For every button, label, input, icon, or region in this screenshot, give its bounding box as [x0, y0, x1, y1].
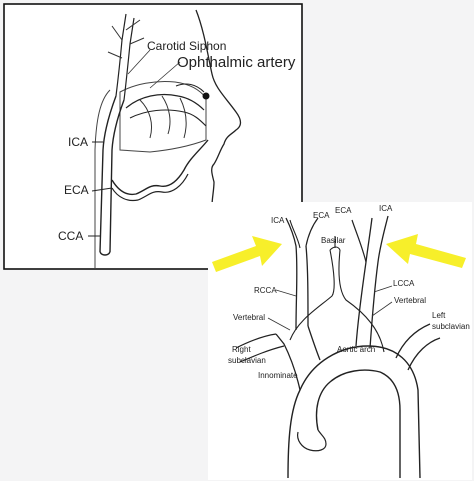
right-subclavian-vessel	[235, 333, 277, 349]
label-lcca: LCCA	[393, 279, 415, 288]
ophthalmic-leader	[149, 61, 181, 89]
label-eca: ECA	[64, 183, 89, 197]
label-eca-left: ECA	[313, 211, 330, 220]
siphon-vessel-1	[115, 13, 127, 97]
eca-leader	[91, 187, 113, 192]
arrow-left-carotid	[386, 234, 466, 268]
ascending-aorta-root	[297, 429, 327, 452]
aortic-arch-panel: ICA ECA ECA ICA Basilar RCCA LCCA Verteb…	[208, 202, 472, 480]
right-eca-vessel	[305, 217, 319, 247]
ica-wall-right	[109, 99, 125, 253]
lcca-wall-2	[369, 215, 389, 349]
vertebral-right-leader	[267, 317, 291, 331]
label-vertebral-left: Vertebral	[394, 296, 426, 305]
face-profile	[195, 9, 242, 266]
innominate-wall-1	[275, 333, 301, 391]
label-eca-right: ECA	[335, 206, 352, 215]
label-ica-left: ICA	[271, 216, 285, 225]
rcca-wall-1	[285, 217, 298, 331]
label-vertebral-right: Vertebral	[233, 313, 265, 322]
eca-vessel-lower	[111, 173, 189, 202]
orbital-vessel	[175, 83, 205, 93]
ophthalmic-vessel	[125, 93, 205, 111]
head-carotid-panel: Carotid Siphon Ophthalmic artery ICA ECA…	[3, 3, 303, 270]
siphon-branches	[107, 19, 145, 59]
label-left-subclavian-1: Left	[432, 311, 446, 320]
right-ica-vessel	[289, 219, 301, 249]
right-subclavian-vessel-lower	[239, 345, 285, 363]
label-aortic-arch: Aortic arch	[337, 345, 375, 354]
maxillary-vessel	[129, 109, 207, 127]
label-right-subclavian-1: Right	[232, 345, 251, 354]
right-vertebral-vessel	[289, 249, 335, 341]
ica-wall-left	[99, 95, 117, 253]
neck-outline	[94, 89, 111, 268]
label-carotid-siphon: Carotid Siphon	[147, 39, 226, 53]
vertebral-left-leader	[371, 301, 393, 317]
arch-inner	[315, 369, 401, 478]
arch-outer	[287, 345, 421, 479]
lcca-wall-1	[355, 217, 373, 347]
label-rcca: RCCA	[254, 286, 277, 295]
siphon-leader	[127, 49, 151, 75]
left-subclavian-wall-1	[395, 323, 431, 359]
basilar-junction	[329, 246, 341, 251]
label-right-subclavian-2: subclavian	[228, 356, 266, 365]
label-ophthalmic-artery: Ophthalmic artery	[177, 54, 296, 71]
arrow-right-carotid	[212, 236, 282, 272]
left-eca-vessel	[351, 219, 367, 263]
label-ica: ICA	[68, 135, 88, 149]
facial-branch-web	[139, 95, 187, 139]
label-innominate: Innominate	[258, 371, 298, 380]
innominate-wall-2	[307, 325, 321, 361]
rcca-wall-2	[305, 245, 309, 327]
label-basilar: Basilar	[321, 236, 346, 245]
facial-bone-outline	[119, 81, 207, 153]
eca-vessel	[111, 139, 209, 196]
lcca-leader	[373, 285, 393, 293]
siphon-vessel-2	[123, 17, 135, 101]
left-vertebral-vessel	[338, 249, 385, 353]
rcca-leader	[275, 289, 297, 297]
left-subclavian-wall-2	[407, 337, 441, 371]
orbit-marker	[202, 92, 210, 100]
label-cca: CCA	[58, 229, 83, 243]
label-ica-right: ICA	[379, 204, 393, 213]
label-left-subclavian-2: subclavian	[432, 322, 470, 331]
cca-end	[99, 251, 111, 256]
